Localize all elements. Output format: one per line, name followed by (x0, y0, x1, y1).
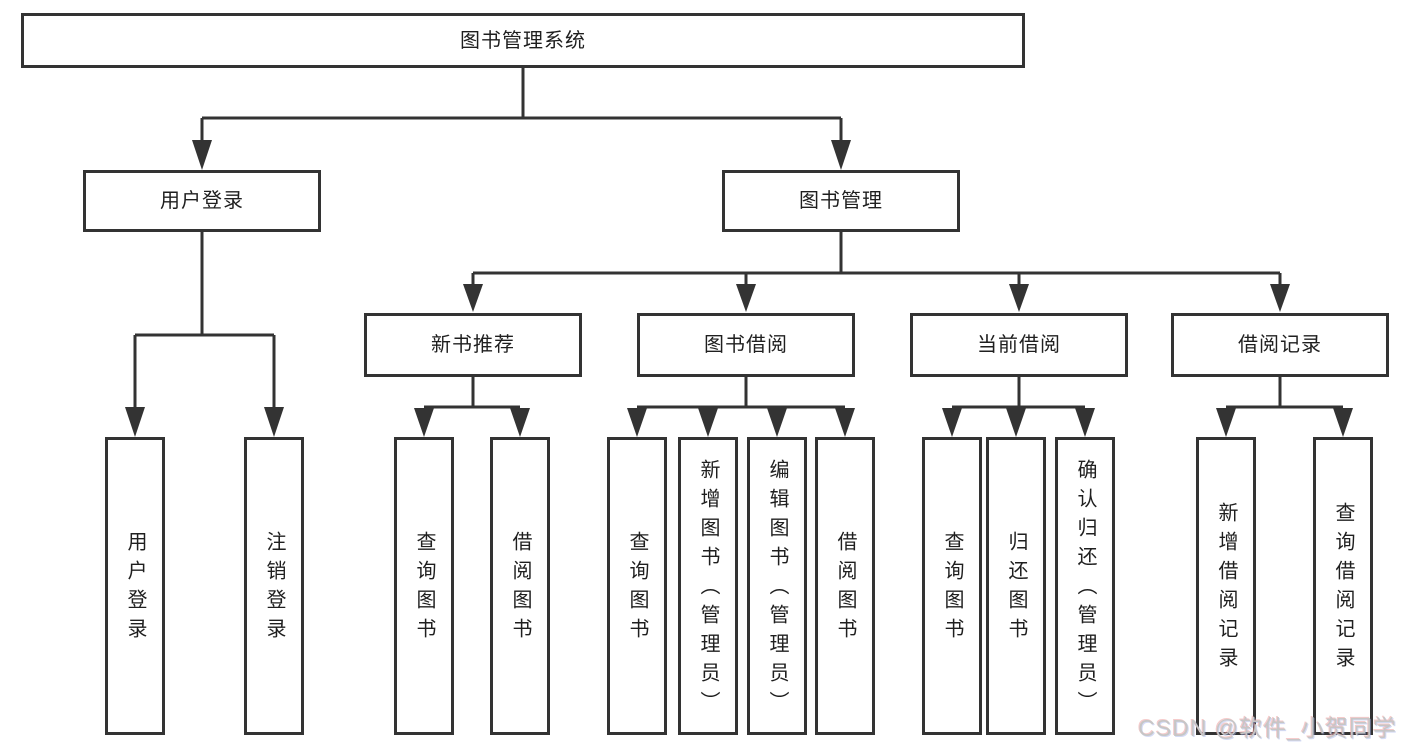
node-current-borrow: 当前借阅 (910, 313, 1128, 377)
leaf-add-borrow-record: 新增借阅记录 (1196, 437, 1256, 735)
leaf-recommend-query-books: 查询图书 (394, 437, 454, 735)
node-new-book-recommend: 新书推荐 (364, 313, 582, 377)
node-borrow-records: 借阅记录 (1171, 313, 1389, 377)
leaf-query-borrow-record: 查询借阅记录 (1313, 437, 1373, 735)
csdn-watermark: CSDN @软件_小贺同学 (1138, 715, 1397, 741)
node-book-management: 图书管理 (722, 170, 960, 232)
leaf-confirm-return-admin: 确认归还（管理员） (1055, 437, 1115, 735)
leaf-current-query-books: 查询图书 (922, 437, 982, 735)
leaf-edit-books-admin: 编辑图书（管理员） (747, 437, 807, 735)
leaf-add-books-admin: 新增图书（管理员） (678, 437, 738, 735)
leaf-borrow-query-books: 查询图书 (607, 437, 667, 735)
leaf-logout: 注销登录 (244, 437, 304, 735)
connector-level3-to-leaves (414, 377, 1353, 437)
connector-root-to-level2 (192, 68, 851, 170)
connector-user-login-branch (125, 232, 284, 437)
node-book-borrow: 图书借阅 (637, 313, 855, 377)
leaf-borrow-books: 借阅图书 (815, 437, 875, 735)
leaf-recommend-borrow-books: 借阅图书 (490, 437, 550, 735)
leaf-user-login: 用户登录 (105, 437, 165, 735)
connector-book-mgmt-branch (463, 232, 1290, 312)
leaf-return-books: 归还图书 (986, 437, 1046, 735)
node-user-login: 用户登录 (83, 170, 321, 232)
node-root: 图书管理系统 (21, 13, 1025, 68)
